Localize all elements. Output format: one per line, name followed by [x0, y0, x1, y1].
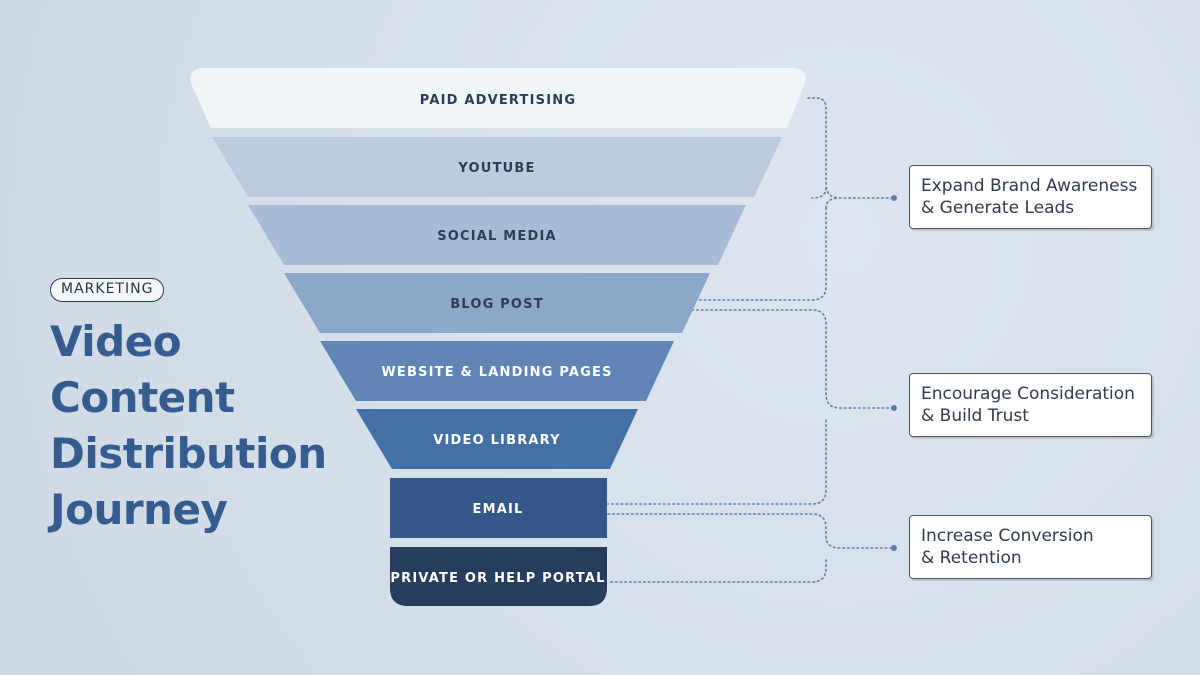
funnel-stage-4 — [284, 273, 710, 333]
funnel-stage-6 — [356, 409, 638, 469]
connector-dot — [891, 195, 897, 201]
stage-label: PAID ADVERTISING — [420, 93, 576, 108]
outcome-box-awareness: Expand Brand Awareness & Generate Leads — [909, 165, 1152, 229]
stage-label: YOUTUBE — [457, 161, 535, 176]
connector-dot — [891, 545, 897, 551]
outcome-line: & Build Trust — [921, 406, 1029, 426]
connector-dot — [891, 405, 897, 411]
outcome-line: & Generate Leads — [921, 198, 1075, 218]
outcome-box-consideration: Encourage Consideration & Build Trust — [909, 373, 1152, 437]
funnel-stage-8 — [390, 547, 607, 606]
outcome-line: Encourage Consideration — [921, 384, 1135, 404]
stage-label: EMAIL — [473, 502, 524, 517]
stage-label: WEBSITE & LANDING PAGES — [381, 365, 612, 380]
title-line: Video — [50, 317, 182, 366]
connector-consideration — [607, 309, 893, 505]
connector-awareness — [691, 97, 893, 301]
funnel-stage-1 — [190, 68, 806, 128]
category-tag: MARKETING — [50, 278, 165, 302]
title-line: Journey — [50, 485, 228, 534]
title-line: Distribution — [50, 429, 327, 478]
outcome-line: & Retention — [921, 548, 1022, 568]
stage-label: BLOG POST — [450, 297, 544, 312]
funnel-stage-7 — [390, 478, 607, 538]
stage-label: VIDEO LIBRARY — [433, 433, 561, 448]
stage-label: SOCIAL MEDIA — [437, 229, 557, 244]
outcome-line: Increase Conversion — [921, 526, 1094, 546]
connector-conversion — [607, 513, 893, 583]
funnel-stage-5 — [320, 341, 674, 401]
funnel-stage-2 — [212, 137, 782, 197]
title-line: Content — [50, 373, 235, 422]
connectors — [607, 97, 897, 583]
page-title: Video Content Distribution Journey — [50, 314, 380, 538]
title-block: MARKETING Video Content Distribution Jou… — [50, 278, 380, 538]
funnel-stage-3 — [248, 205, 746, 265]
stage-label: PRIVATE OR HELP PORTAL — [390, 571, 605, 586]
outcome-line: Expand Brand Awareness — [921, 176, 1138, 196]
outcome-box-conversion: Increase Conversion & Retention — [909, 515, 1152, 579]
